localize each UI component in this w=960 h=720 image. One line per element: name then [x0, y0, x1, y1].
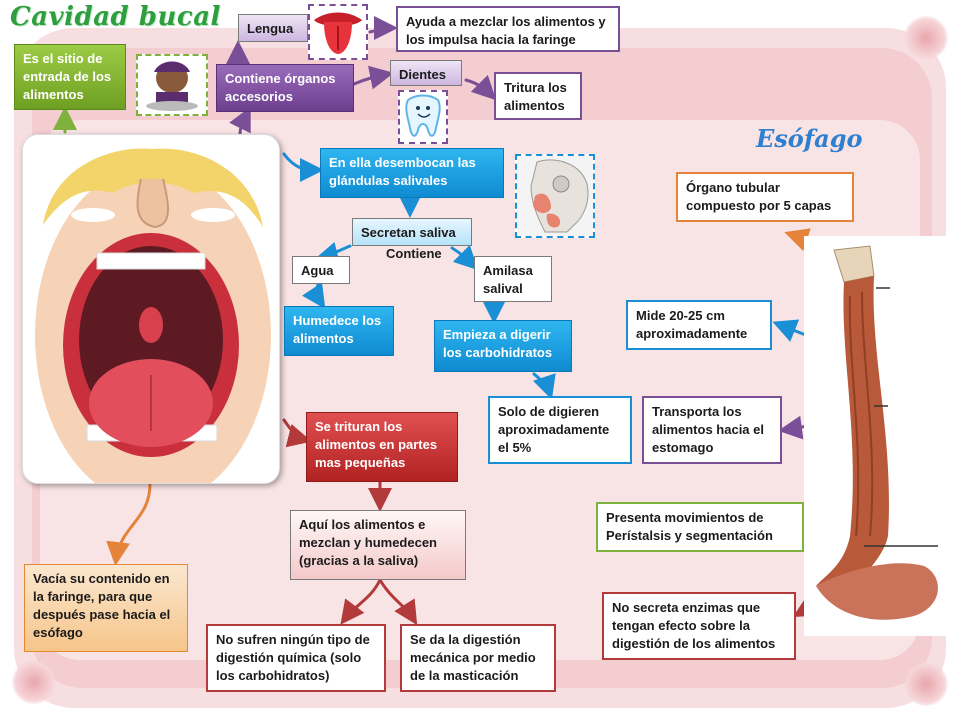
mix-box: Aquí los alimentos e mezclan y humedecen… [290, 510, 466, 580]
contains-label: Contiene [386, 246, 442, 261]
teeth-label: Dientes [390, 60, 462, 86]
tubular-organ-box: Órgano tubular compuesto por 5 capas [676, 172, 854, 222]
amylase-box: Amilasa salival [474, 256, 552, 302]
tongue-function-box: Ayuda a mezclar los alimentos y los impu… [396, 6, 620, 52]
mouth-title: Cavidad bucal [10, 2, 221, 32]
water-box: Agua [292, 256, 350, 284]
transport-box: Transporta los alimentos hacia el estoma… [642, 396, 782, 464]
salivary-glands-box: En ella desembocan las glándulas salival… [320, 148, 504, 198]
water-function-box: Humedece los alimentos [284, 306, 394, 356]
accessory-organs-box: Contiene órganos accesorios [216, 64, 354, 112]
tongue-icon [308, 4, 368, 60]
mechanical-digestion-box: Se da la digestión mecánica por medio de… [400, 624, 556, 692]
peristalsis-box: Presenta movimientos de Perístalsis y se… [596, 502, 804, 552]
decor-dot [904, 662, 948, 706]
teeth-function-box: Tritura los alimentos [494, 72, 582, 120]
empty-into-pharynx-box: Vacía su contenido en la faringe, para q… [24, 564, 188, 652]
tongue-label: Lengua [238, 14, 308, 42]
amylase-function-box: Empieza a digerir los carbohidratos [434, 320, 572, 372]
person-eating-icon [136, 54, 208, 116]
decor-dot [904, 16, 948, 60]
crush-box: Se trituran los alimentos en partes mas … [306, 412, 458, 482]
amylase-percentage-box: Solo de digieren aproximadamente el 5% [488, 396, 632, 464]
open-mouth-illustration [22, 134, 280, 484]
length-box: Mide 20-25 cm aproximadamente [626, 300, 772, 350]
tooth-icon [398, 90, 448, 144]
no-chemical-digestion-box: No sufren ningún tipo de digestión quími… [206, 624, 386, 692]
entry-box: Es el sitio de entrada de los alimentos [14, 44, 126, 110]
salivary-glands-illustration [515, 154, 595, 238]
saliva-box: Secretan saliva [352, 218, 472, 246]
no-enzymes-box: No secreta enzimas que tengan efecto sob… [602, 592, 796, 660]
decor-dot [12, 660, 56, 704]
esophagus-illustration [804, 236, 960, 636]
esophagus-title: Esófago [756, 124, 863, 153]
